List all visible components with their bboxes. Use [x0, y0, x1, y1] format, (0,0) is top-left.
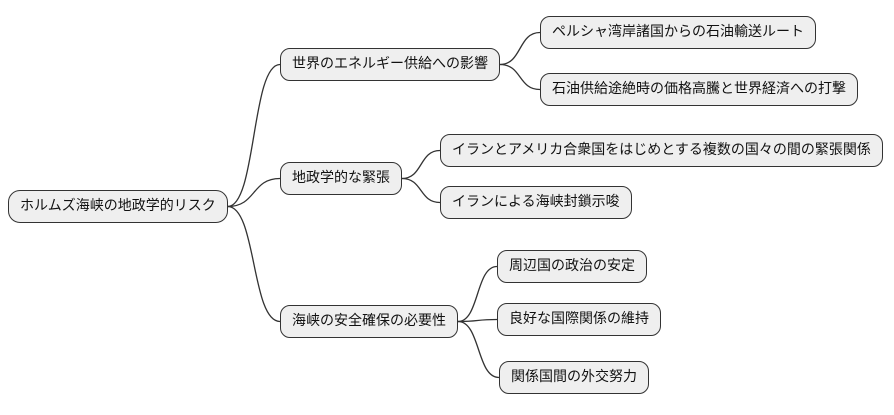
- leaf-node-iran-us-tension: イランとアメリカ合衆国をはじめとする複数の国々の間の緊張関係: [440, 134, 883, 167]
- branch-node-security-necessity: 海峡の安全確保の必要性: [280, 305, 458, 338]
- leaf-node-oil-transport-route: ペルシャ湾岸諸国からの石油輸送ルート: [540, 16, 816, 49]
- leaf-node-political-stability: 周辺国の政治の安定: [497, 250, 647, 283]
- branch-node-energy-supply: 世界のエネルギー供給への影響: [280, 48, 500, 81]
- leaf-node-international-relations: 良好な国際関係の維持: [497, 303, 661, 336]
- leaf-node-strait-blockade: イランによる海峡封鎖示唆: [440, 186, 632, 219]
- leaf-node-diplomatic-efforts: 関係国間の外交努力: [499, 361, 649, 394]
- leaf-node-price-surge: 石油供給途絶時の価格高騰と世界経済への打撃: [540, 73, 858, 106]
- branch-node-geopolitical-tension: 地政学的な緊張: [280, 162, 402, 195]
- mindmap-root-node: ホルムズ海峡の地政学的リスク: [8, 190, 228, 223]
